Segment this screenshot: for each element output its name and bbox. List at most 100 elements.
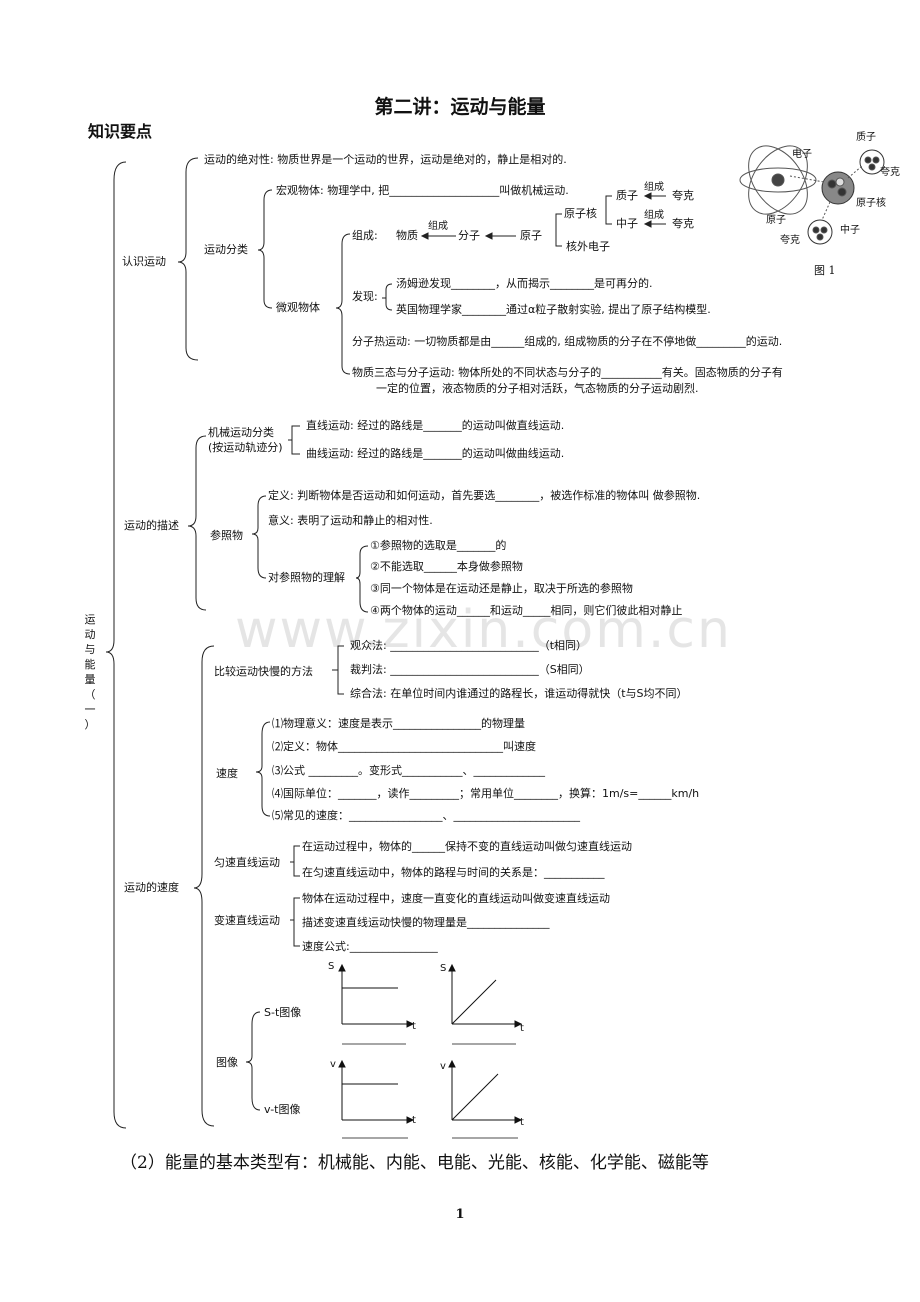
neutron: 中子: [616, 217, 638, 230]
compare-methods: 比较运动快慢的方法: [214, 665, 313, 678]
diagram-label-electron: 电子: [792, 149, 812, 160]
compose-arrow-label-3: 组成: [644, 210, 664, 221]
uniform-def: 在运动过程中，物体的______保持不变的直线运动叫做匀速直线运动: [302, 840, 632, 853]
graph-bracket: [245, 1011, 261, 1111]
st-graph-constant: [338, 963, 415, 1045]
electron-outside: 核外电子: [566, 240, 610, 253]
discover-rutherford: 英国物理学家________通过α粒子散射实验, 提出了原子结构模型.: [396, 303, 711, 316]
uniform-bracket: [290, 845, 300, 877]
atom-bracket: [555, 213, 562, 247]
axis-v-1: v: [330, 1059, 336, 1070]
understand-2: ②不能选取______本身做参照物: [370, 560, 523, 573]
variable-formula: 速度公式:________________: [302, 940, 438, 953]
branch2-bracket: [187, 435, 207, 611]
mechanical-classify: 机械运动分类: [208, 426, 274, 439]
quark-2: 夸克: [672, 217, 694, 230]
classify-bracket: [257, 189, 273, 309]
vt-graph-linear: [448, 1059, 523, 1139]
ref-bracket: [251, 495, 267, 579]
motion-absolute: 运动的绝对性: 物质世界是一个运动的世界，运动是绝对的，静止是相对的.: [204, 153, 567, 166]
branch3-bracket: [193, 645, 215, 1127]
axis-s-1: S: [328, 961, 335, 972]
arrow-left-icon: [484, 232, 493, 240]
root-label-char: 运: [84, 613, 96, 626]
mechanical-classify-sub: (按运动轨迹分): [208, 441, 283, 454]
branch-speed: 运动的速度: [124, 881, 179, 894]
watermark: www.zixin.com.cn: [235, 600, 732, 660]
axis-t-4: t: [520, 1117, 524, 1128]
nucleus: 原子核: [564, 207, 597, 220]
section-heading: 知识要点: [88, 122, 153, 141]
root-bracket: [105, 161, 127, 1129]
curved-motion: 曲线运动: 经过的路线是_______的运动叫做曲线运动.: [306, 447, 565, 460]
atom-structure-diagram: [739, 145, 885, 245]
branch1-bracket: [177, 157, 199, 361]
molecule: 分子: [458, 229, 480, 242]
diagram-label-quark: 夸克: [880, 167, 900, 178]
diagram-label-proton: 质子: [856, 132, 876, 143]
discover-label: 发现:: [352, 290, 378, 303]
axis-t-1: t: [412, 1021, 416, 1032]
speed-formula: ⑶公式 _________。变形式___________、___________…: [272, 764, 545, 777]
mech-bracket: [288, 425, 300, 455]
variable-def: 物体在运动过程中，速度一直变化的直线运动叫做变速直线运动: [302, 892, 610, 905]
audience-method: 观众法: ___________________________（t相同）: [350, 639, 588, 652]
page-number: 1: [455, 1207, 465, 1222]
arrow-left-icon: [643, 192, 652, 200]
speed-definition: ⑵定义：物体______________________________叫速度: [272, 740, 536, 753]
vt-graph-constant: [338, 1059, 415, 1139]
atom: 原子: [520, 229, 542, 242]
root-label-char: 动: [84, 628, 96, 641]
micro-bracket: [335, 233, 351, 375]
root-label-char: 与: [84, 643, 96, 656]
axis-s-2: S: [440, 963, 447, 974]
nucleus-bracket: [605, 195, 612, 225]
diagram-label-atom: 原子: [766, 215, 786, 226]
branch-recognize-motion: 认识运动: [122, 255, 166, 268]
reference-definition: 定义: 判断物体是否运动和如何运动，首先要选________，被选作标准的物体叫…: [268, 489, 701, 502]
understand-1: ①参照物的选取是_______的: [370, 539, 507, 552]
st-graph-linear: [448, 963, 523, 1045]
root-label-char: 一: [84, 703, 96, 716]
discover-bracket: [382, 283, 393, 311]
combined-method: 综合法: 在单位时间内谁通过的路程长，谁运动得就快（t与S均不同）: [350, 687, 688, 700]
root-label-char: 量: [84, 673, 96, 686]
speed-bracket: [255, 721, 271, 817]
diagram-label-nucleus: 原子核: [856, 198, 886, 209]
variable-bracket: [290, 897, 300, 947]
composition-label: 组成:: [352, 229, 378, 242]
discover-thomson: 汤姆逊发现________，从而揭示________是可再分的.: [396, 277, 653, 290]
three-states-2: 一定的位置，液态物质的分子相对活跃，气态物质的分子运动剧烈.: [376, 382, 699, 395]
motion-classify: 运动分类: [204, 243, 248, 256]
root-label: 运动与能量（一）: [83, 612, 97, 732]
axis-t-3: t: [412, 1115, 416, 1126]
reference-object: 参照物: [210, 529, 243, 542]
graph-label: 图像: [216, 1056, 238, 1069]
judge-method: 裁判法: ___________________________（S相同）: [350, 663, 590, 676]
page-title: 第二讲：运动与能量: [374, 96, 546, 118]
arrow-left-icon: [643, 220, 652, 228]
speed-label: 速度: [216, 767, 238, 780]
arrow-left-icon: [420, 232, 429, 240]
branch-describe-motion: 运动的描述: [124, 519, 179, 532]
uniform-linear-motion: 匀速直线运动: [214, 856, 280, 869]
reference-meaning: 意义: 表明了运动和静止的相对性.: [268, 514, 433, 527]
quark-1: 夸克: [672, 189, 694, 202]
understand-4: ④两个物体的运动______和运动_____相同，则它们彼此相对静止: [370, 604, 683, 617]
proton: 质子: [616, 189, 638, 202]
root-label-char: （: [84, 688, 96, 701]
root-label-char: 能: [84, 658, 96, 671]
speed-unit: ⑷国际单位：_______，读作_________；常用单位________，换…: [272, 787, 700, 800]
common-speeds: ⑸常见的速度：_________________、_______________…: [272, 809, 580, 822]
speed-physical-meaning: ⑴物理意义：速度是表示________________的物理量: [272, 717, 525, 730]
figure-caption: 图 1: [814, 264, 836, 277]
compose-arrow-label-2: 组成: [644, 182, 664, 193]
variable-linear-motion: 变速直线运动: [214, 914, 280, 927]
axis-t-2: t: [520, 1023, 524, 1034]
compare-bracket: [332, 645, 344, 695]
linear-motion: 直线运动: 经过的路线是_______的运动叫做直线运动.: [306, 419, 565, 432]
understand-bracket: [355, 545, 369, 613]
energy-types: （2）能量的基本类型有：机械能、内能、电能、光能、核能、化学能、磁能等: [120, 1153, 709, 1173]
macro-object: 宏观物体: 物理学中, 把____________________叫做机械运动.: [276, 184, 569, 197]
axis-v-2: v: [440, 1061, 446, 1072]
